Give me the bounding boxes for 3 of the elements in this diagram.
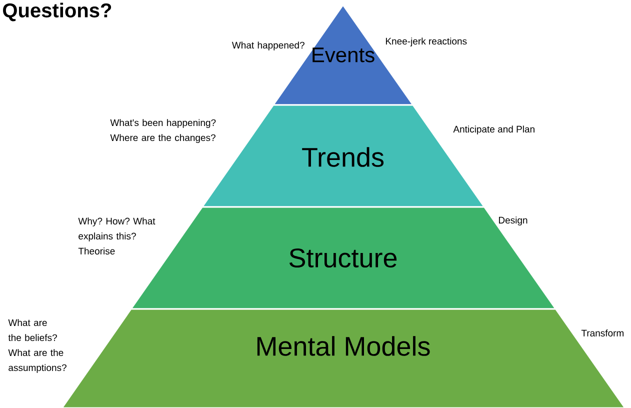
response-text: Design	[499, 216, 528, 226]
heading: Questions?	[3, 2, 112, 22]
response-text: Transform	[581, 330, 624, 336]
